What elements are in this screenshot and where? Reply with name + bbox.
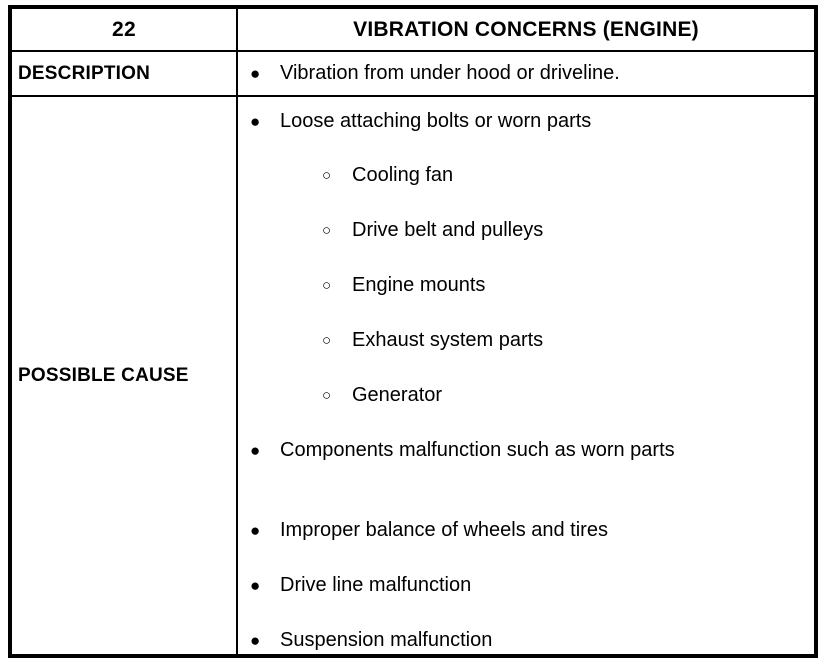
- list-item-text: Engine mounts: [352, 274, 486, 296]
- description-bullet-list: ● Vibration from under hood or driveline…: [238, 58, 814, 89]
- list-item: ● Components malfunction such as worn pa…: [238, 435, 814, 466]
- row-label-description: DESCRIPTION: [18, 62, 151, 84]
- header-cell-number: 22: [12, 9, 238, 50]
- diagnostic-table: 22 VIBRATION CONCERNS (ENGINE) DESCRIPTI…: [8, 5, 818, 658]
- list-item: ● Suspension malfunction: [238, 625, 814, 656]
- list-item-text: Exhaust system parts: [352, 329, 544, 351]
- row-label-possible-cause: POSSIBLE CAUSE: [18, 364, 189, 386]
- list-item: ● Improper balance of wheels and tires: [238, 515, 814, 546]
- list-item-text: Improper balance of wheels and tires: [280, 519, 608, 541]
- row-label-cell-description: DESCRIPTION: [12, 52, 238, 95]
- row-body-cell-description: ● Vibration from under hood or driveline…: [238, 52, 814, 95]
- list-item-text: Drive line malfunction: [280, 574, 472, 596]
- list-item: ○ Drive belt and pulleys: [238, 215, 814, 246]
- table-row-possible-cause: POSSIBLE CAUSE ● Loose attaching bolts o…: [12, 97, 814, 654]
- hollow-bullet-icon: ○: [322, 387, 332, 404]
- hollow-bullet-icon: ○: [322, 332, 332, 349]
- list-item-text: Suspension malfunction: [280, 629, 493, 651]
- hollow-bullet-icon: ○: [322, 167, 332, 184]
- hollow-bullet-icon: ○: [322, 277, 332, 294]
- row-label-cell-possible-cause: POSSIBLE CAUSE: [12, 97, 238, 654]
- list-item: ○ Cooling fan: [238, 160, 814, 191]
- list-item-text: Cooling fan: [352, 164, 454, 186]
- filled-bullet-icon: ●: [250, 631, 261, 650]
- filled-bullet-icon: ●: [250, 576, 261, 595]
- list-item-text: Generator: [352, 384, 443, 406]
- filled-bullet-icon: ●: [250, 112, 261, 131]
- list-item: ● Vibration from under hood or driveline…: [238, 58, 814, 89]
- list-item-text: Loose attaching bolts or worn parts: [280, 110, 592, 132]
- list-item-text: Drive belt and pulleys: [352, 219, 544, 241]
- list-item-text: Vibration from under hood or driveline.: [280, 62, 620, 84]
- table-row-description: DESCRIPTION ● Vibration from under hood …: [12, 52, 814, 97]
- list-item: ● Loose attaching bolts or worn parts: [238, 106, 814, 137]
- filled-bullet-icon: ●: [250, 64, 261, 83]
- row-body-cell-possible-cause: ● Loose attaching bolts or worn parts ○ …: [238, 97, 814, 654]
- list-item: ○ Generator: [238, 380, 814, 411]
- header-cell-title: VIBRATION CONCERNS (ENGINE): [238, 9, 814, 50]
- filled-bullet-icon: ●: [250, 441, 261, 460]
- table-header-row: 22 VIBRATION CONCERNS (ENGINE): [12, 9, 814, 52]
- list-item: ● Drive line malfunction: [238, 570, 814, 601]
- filled-bullet-icon: ●: [250, 521, 261, 540]
- list-item: ○ Engine mounts: [238, 270, 814, 301]
- list-item: ○ Exhaust system parts: [238, 325, 814, 356]
- chart-number: 22: [112, 17, 136, 41]
- page-title: VIBRATION CONCERNS (ENGINE): [353, 17, 699, 41]
- hollow-bullet-icon: ○: [322, 222, 332, 239]
- list-item-text: Components malfunction such as worn part…: [280, 439, 675, 461]
